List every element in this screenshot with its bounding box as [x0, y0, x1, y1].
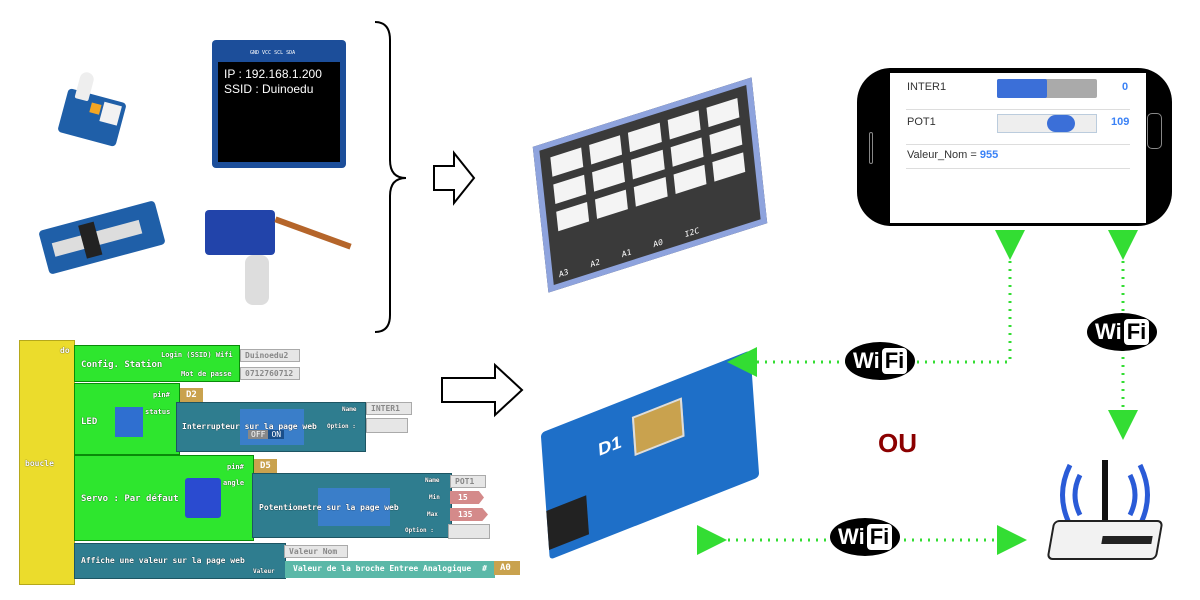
led-title: LED — [81, 417, 98, 427]
display-name-field[interactable]: Valeur Nom — [284, 545, 348, 558]
servo-motor — [205, 210, 352, 305]
brace — [374, 21, 407, 333]
ou-label: OU — [878, 428, 917, 458]
pot-min-field[interactable]: 15 — [450, 491, 484, 504]
wifi-wi: Wi — [1095, 319, 1122, 344]
ssid-label: Login (SSID) Wifi — [161, 351, 233, 359]
arrow-right-icon — [441, 362, 524, 418]
inter-name-field[interactable]: INTER1 — [366, 402, 412, 415]
inter1-switch[interactable] — [997, 79, 1097, 98]
servo-angle-label: angle — [223, 479, 245, 487]
do-label: do — [60, 346, 70, 355]
web-potentiometer-block[interactable]: Potentiometre sur la page web Name Min M… — [252, 473, 452, 538]
smartphone: INTER1 0 POT1 109 Valeur_Nom = 955 — [857, 68, 1172, 226]
analog-label: Valeur de la broche Entree Analogique — [293, 564, 472, 573]
on-label: ON — [268, 430, 285, 439]
analog-pin-dropdown[interactable]: A0 — [494, 561, 520, 575]
off-label: OFF — [248, 430, 269, 439]
valeur-label: Valeur_Nom = — [907, 149, 980, 161]
config-station-block[interactable]: Config. Station Login (SSID) Wifi Mot de… — [74, 345, 240, 382]
display-valeur-label: Valeur — [253, 568, 275, 575]
inter-option-field[interactable] — [366, 418, 408, 433]
inter1-value: 0 — [1122, 81, 1129, 93]
arrow-right-icon — [433, 150, 476, 206]
oled-line1: IP : 192.168.1.200 — [224, 67, 322, 81]
inter1-label: INTER1 — [907, 81, 947, 93]
pot-option-label: Option : — [405, 527, 434, 534]
servo-icon — [185, 478, 221, 518]
phone-screen: INTER1 0 POT1 109 Valeur_Nom = 955 — [890, 73, 1146, 223]
led-status-label: status — [145, 408, 171, 416]
analog-read-block[interactable]: Valeur de la broche Entree Analogique # — [285, 561, 495, 578]
boucle-label: boucle — [25, 459, 54, 468]
wifi-fi: Fi — [881, 348, 908, 374]
wifi-router — [1045, 455, 1165, 570]
pot-title: Potentiometre sur la page web — [259, 503, 399, 512]
valeur-readout: Valeur_Nom = 955 — [907, 149, 998, 161]
wifi-fi: Fi — [866, 524, 893, 550]
pot-max-field[interactable]: 135 — [450, 508, 488, 521]
inter-option-label: Option : — [327, 423, 356, 430]
led-pin-label: pin# — [153, 391, 170, 399]
config-title: Config. Station — [81, 360, 163, 370]
oled-display: GND VCC SCL SDA IP : 192.168.1.200 SSID … — [212, 40, 346, 168]
pot-min-label: Min — [429, 494, 440, 501]
oled-line2: SSID : Duinoedu — [224, 82, 314, 96]
oled-pins: GND VCC SCL SDA — [250, 50, 296, 56]
password-label: Mot de passe — [181, 370, 232, 378]
password-field[interactable]: 0712760712 — [240, 367, 300, 380]
pot-name-field[interactable]: POT1 — [450, 475, 486, 488]
display-title: Affiche une valeur sur la page web — [81, 556, 245, 565]
led-block[interactable]: LED pin# status — [74, 383, 180, 455]
wifi-wi: Wi — [838, 524, 865, 549]
wifi-wi: Wi — [853, 348, 880, 373]
pot1-slider-knob[interactable] — [1047, 115, 1075, 132]
ssid-field[interactable]: Duinoedu2 — [240, 349, 300, 362]
pot1-value: 109 — [1111, 116, 1130, 128]
valeur-value: 955 — [979, 149, 999, 161]
servo-pin-label: pin# — [227, 463, 244, 471]
wifi-fi: Fi — [1123, 319, 1150, 345]
hash-label: # — [482, 564, 487, 573]
display-value-block[interactable]: Affiche une valeur sur la page web Valeu… — [74, 543, 286, 579]
servo-block[interactable]: Servo : Par défaut pin# angle — [74, 455, 254, 541]
pot1-slider[interactable] — [997, 114, 1097, 133]
inter-title: Interrupteur sur la page web — [182, 422, 317, 431]
inter-name-label: Name — [342, 406, 357, 413]
pot-max-label: Max — [427, 511, 438, 518]
pot1-label: POT1 — [907, 116, 936, 128]
servo-title: Servo : Par défaut — [81, 494, 179, 504]
servo-pin[interactable]: D5 — [254, 459, 277, 473]
led-module-icon — [115, 407, 143, 437]
pot-name-label: Name — [425, 477, 440, 484]
pot-option-field[interactable] — [448, 524, 490, 539]
loop-block[interactable]: do boucle — [19, 340, 75, 585]
led-pin[interactable]: D2 — [180, 388, 203, 402]
